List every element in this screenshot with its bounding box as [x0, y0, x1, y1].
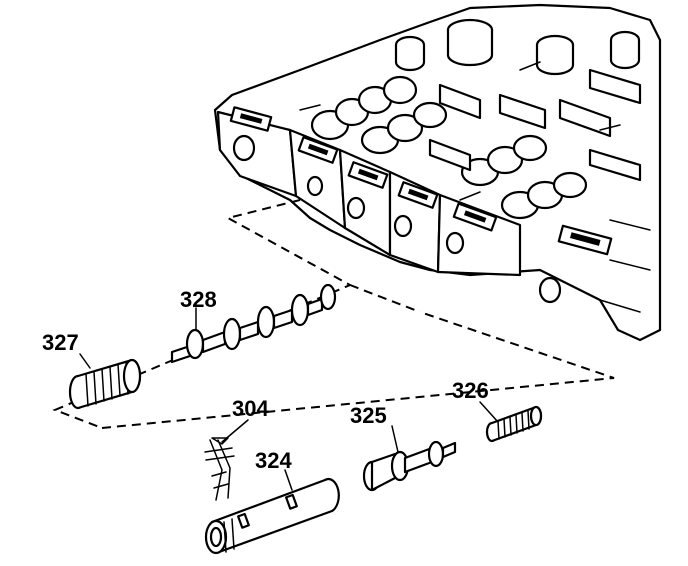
assembly-guide-lines: [52, 199, 615, 429]
label-304: 304: [232, 396, 269, 421]
leader-lines: [79, 307, 499, 491]
label-327: 327: [42, 330, 79, 355]
valve-325: [362, 440, 457, 492]
label-325: 325: [350, 403, 387, 428]
valve-328: [170, 283, 337, 364]
retainer-clip-304: [204, 437, 235, 501]
spring-326: [485, 405, 543, 443]
valve-body-casting: [213, 3, 662, 342]
label-326: 326: [452, 378, 489, 403]
part-labels: 328 327 304 324 325 326: [42, 287, 489, 473]
label-324: 324: [255, 448, 292, 473]
label-328: 328: [180, 287, 217, 312]
sleeve-324: [204, 477, 340, 555]
spring-327: [68, 358, 142, 410]
